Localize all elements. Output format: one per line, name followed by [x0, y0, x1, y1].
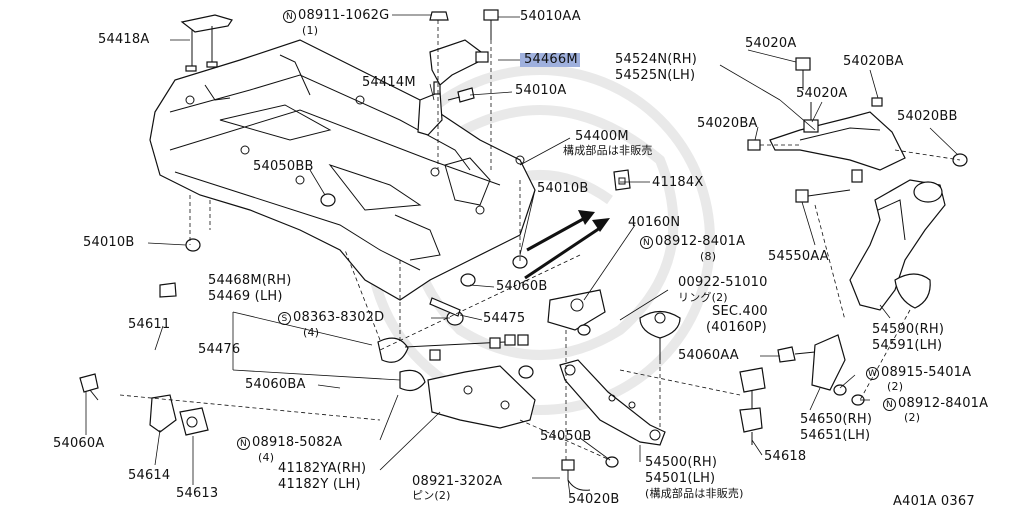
label-08918-5082A-qty: (4): [258, 451, 275, 464]
direction-arrows: [524, 210, 610, 280]
part-number: 08915-5401A: [881, 365, 972, 380]
label-54466M-highlighted[interactable]: 54466M: [520, 53, 580, 67]
label-54476: 54476: [198, 342, 241, 357]
n-prefix-badge: N: [640, 236, 653, 249]
label-41182Y: 41182Y (LH): [278, 477, 361, 492]
bolt-54550AA: [795, 189, 851, 203]
label-00922-ring: リング(2): [678, 291, 728, 304]
label-54020BA-mid: 54020BA: [697, 116, 758, 131]
label-54020BB: 54020BB: [897, 109, 958, 124]
label-54614: 54614: [128, 468, 171, 483]
stopper-41184X: [613, 169, 631, 191]
label-54060AA: 54060AA: [678, 348, 739, 363]
label-54418A: 54418A: [98, 32, 150, 47]
drawing-code: A401A 0367: [893, 494, 975, 509]
bolt-54020B: [561, 459, 591, 491]
label-54475: 54475: [483, 311, 526, 326]
bushings: [185, 193, 528, 326]
n-prefix-badge: N: [883, 398, 896, 411]
label-sec400-ref: (40160P): [706, 320, 767, 335]
label-54618: 54618: [764, 449, 807, 464]
assembly-lines: [119, 20, 961, 461]
label-40160N: 40160N: [628, 215, 681, 230]
label-54060B: 54060B: [496, 279, 548, 294]
label-54500: 54500(RH): [645, 455, 718, 470]
ball-joint: [547, 289, 606, 336]
crossmember: [149, 39, 536, 301]
label-08921-3202A: 08921-3202A: [412, 474, 503, 489]
label-54414M: 54414M: [362, 75, 416, 90]
label-54020A-top: 54020A: [745, 36, 797, 51]
s-prefix-badge: S: [278, 312, 291, 325]
label-54400M-note: 構成部品は非販売: [563, 144, 653, 157]
label-41182YA: 41182YA(RH): [278, 461, 367, 476]
w-prefix-badge: W: [866, 367, 879, 380]
stabilizer-bar: [105, 282, 386, 417]
label-54060BA: 54060BA: [245, 377, 306, 392]
label-54550AA: 54550AA: [768, 249, 829, 264]
label-54650: 54650(RH): [800, 412, 873, 427]
bracket-54650: [777, 334, 865, 406]
label-08363-8302D-qty: (4): [303, 326, 320, 339]
label-08912-8401A-top-qty: (8): [700, 250, 717, 263]
part-number: 08918-5082A: [252, 435, 343, 450]
label-54020B: 54020B: [568, 492, 620, 507]
label-54010A: 54010A: [515, 83, 567, 98]
knuckle: [849, 179, 946, 311]
leader-lines: [85, 14, 959, 496]
label-54400M: 54400M: [575, 129, 629, 144]
bolts-top: [429, 9, 499, 103]
label-54010B-top: 54010B: [537, 181, 589, 196]
stabilizer-clamp: [79, 373, 209, 436]
label-54591: 54591(LH): [872, 338, 943, 353]
bracket-54418A: [180, 14, 233, 72]
label-08911-1062G-qty: (1): [302, 24, 319, 37]
part-number: 08363-8302D: [293, 310, 385, 325]
bracket-54414M: [417, 39, 486, 136]
label-08921-pin: ピン(2): [412, 489, 451, 502]
part-number: 08911-1062G: [298, 8, 390, 23]
n-prefix-badge: N: [237, 437, 250, 450]
n-prefix-badge: N: [283, 10, 296, 23]
label-54020BA-top: 54020BA: [843, 54, 904, 69]
label-54651: 54651(LH): [800, 428, 871, 443]
label-54010AA: 54010AA: [520, 9, 581, 24]
label-08915-5401A-qty: (2): [887, 380, 904, 393]
label-54590: 54590(RH): [872, 322, 945, 337]
label-54611: 54611: [128, 317, 171, 332]
part-number: 08912-8401A: [655, 234, 746, 249]
sec400-ball-joint: [639, 310, 681, 360]
upper-link: [747, 57, 968, 183]
label-41184X: 41184X: [652, 175, 704, 190]
stabilizer-link: [739, 367, 766, 445]
label-54020A-mid: 54020A: [796, 86, 848, 101]
part-number: 08912-8401A: [898, 396, 989, 411]
label-54010B-left: 54010B: [83, 235, 135, 250]
label-54524N: 54524N(RH): [615, 52, 698, 67]
lower-arm-cover: [427, 365, 536, 429]
label-00922-51010: 00922-51010: [678, 275, 768, 290]
label-54613: 54613: [176, 486, 219, 501]
label-sec400: SEC.400: [712, 304, 768, 319]
label-54501: 54501(LH): [645, 471, 716, 486]
label-54060A: 54060A: [53, 436, 105, 451]
label-54468M: 54468M(RH): [208, 273, 292, 288]
label-54050BB: 54050BB: [253, 159, 314, 174]
label-54500-note: (構成部品は非販売): [645, 487, 744, 500]
label-54469: 54469 (LH): [208, 289, 283, 304]
label-54050B: 54050B: [540, 429, 592, 444]
label-54525N: 54525N(LH): [615, 68, 696, 83]
label-08912-8401A-bot-qty: (2): [904, 411, 921, 424]
tension-rod: [377, 334, 529, 392]
